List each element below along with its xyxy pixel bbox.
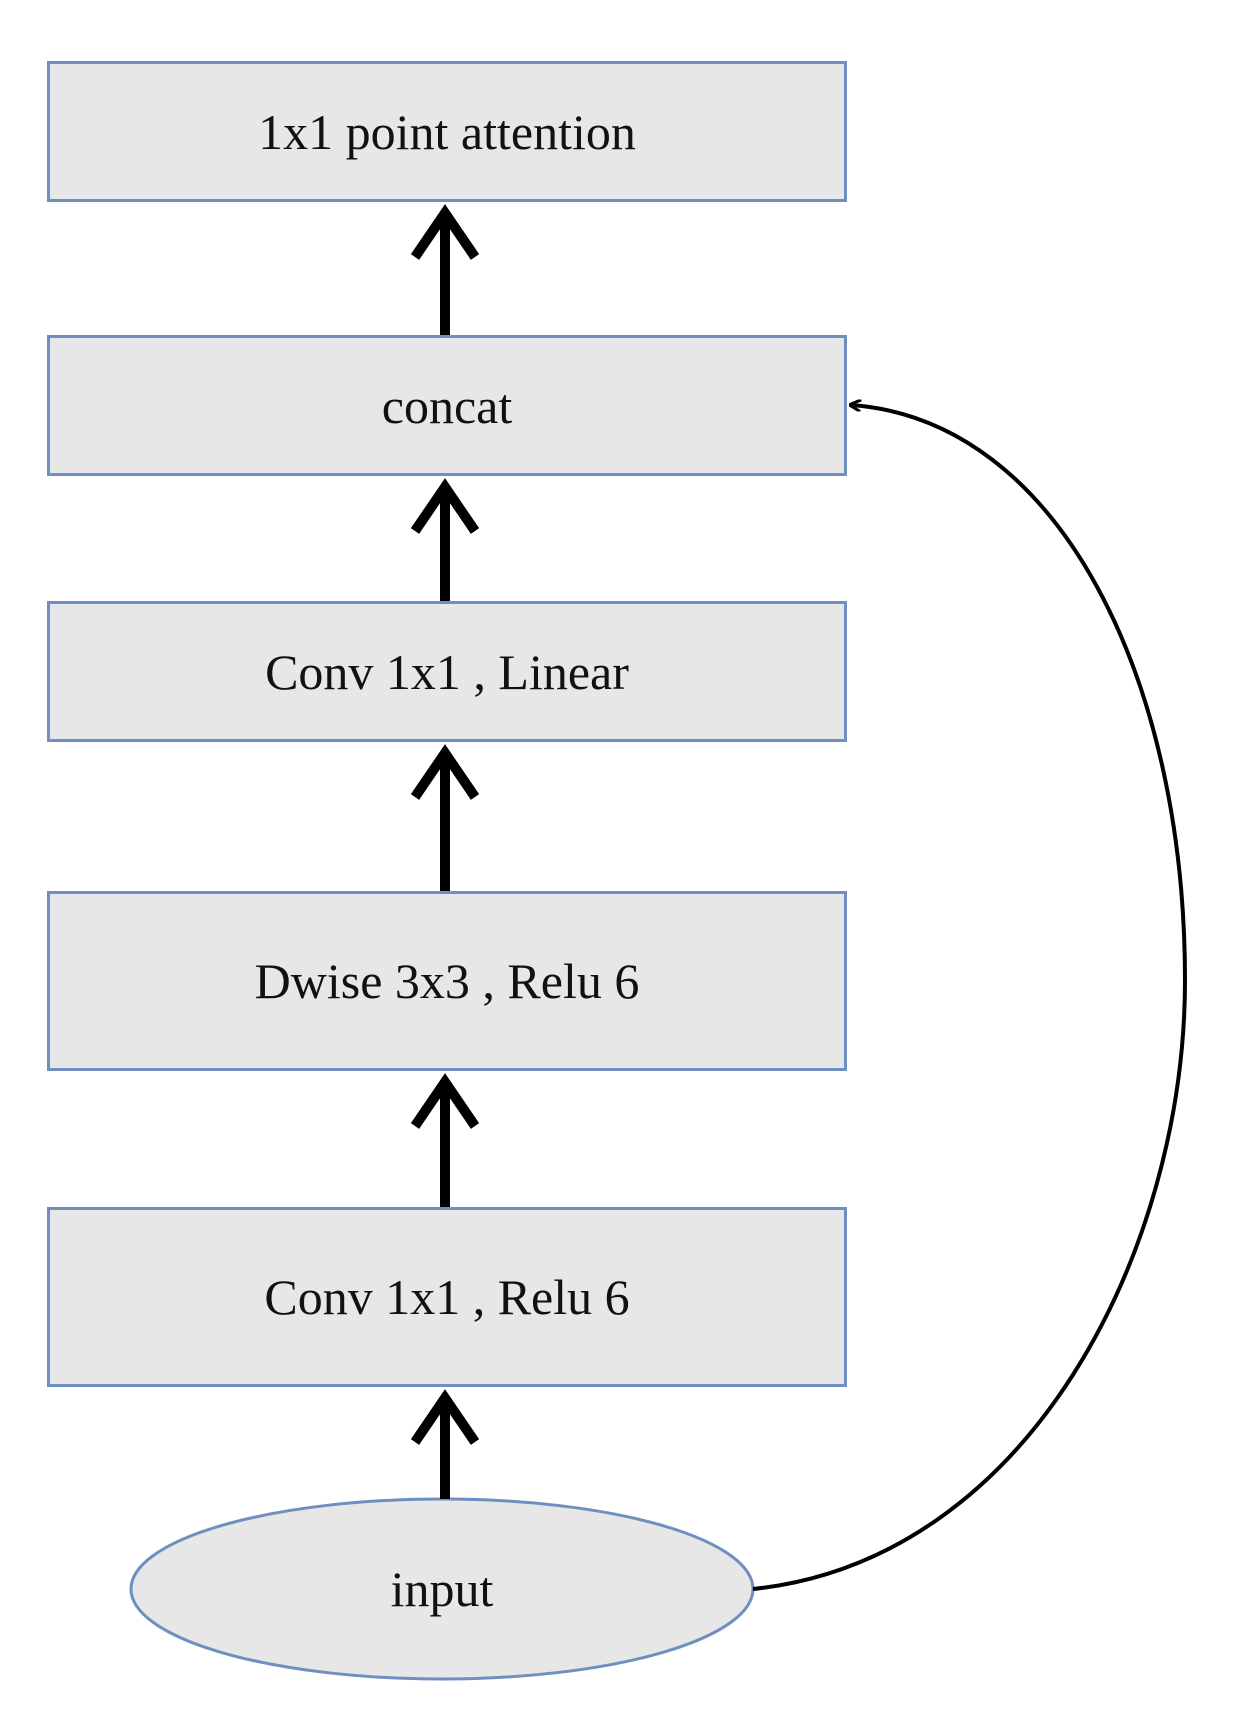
node-conv-relu: Conv 1x1 , Relu 6 (47, 1207, 847, 1387)
node-conv-relu-label: Conv 1x1 , Relu 6 (264, 1269, 630, 1325)
node-point-attention: 1x1 point attention (47, 61, 847, 202)
node-input: input (131, 1499, 753, 1679)
arrow-input-to-concat-skip (752, 405, 1188, 1591)
arrow-relu-to-dwise (410, 1073, 480, 1207)
arrow-input-to-relu (410, 1389, 480, 1499)
node-concat-label: concat (381, 377, 513, 434)
arrow-linear-to-concat (410, 478, 480, 601)
arrow-dwise-to-linear (410, 744, 480, 891)
node-point-attention-label: 1x1 point attention (258, 103, 636, 160)
node-dwise-relu: Dwise 3x3 , Relu 6 (47, 891, 847, 1071)
node-conv-linear: Conv 1x1 , Linear (47, 601, 847, 742)
node-input-label: input (390, 1561, 494, 1617)
arrow-concat-to-attention (410, 204, 480, 335)
node-dwise-relu-label: Dwise 3x3 , Relu 6 (254, 953, 640, 1009)
node-concat: concat (47, 335, 847, 476)
node-conv-linear-label: Conv 1x1 , Linear (265, 643, 629, 700)
